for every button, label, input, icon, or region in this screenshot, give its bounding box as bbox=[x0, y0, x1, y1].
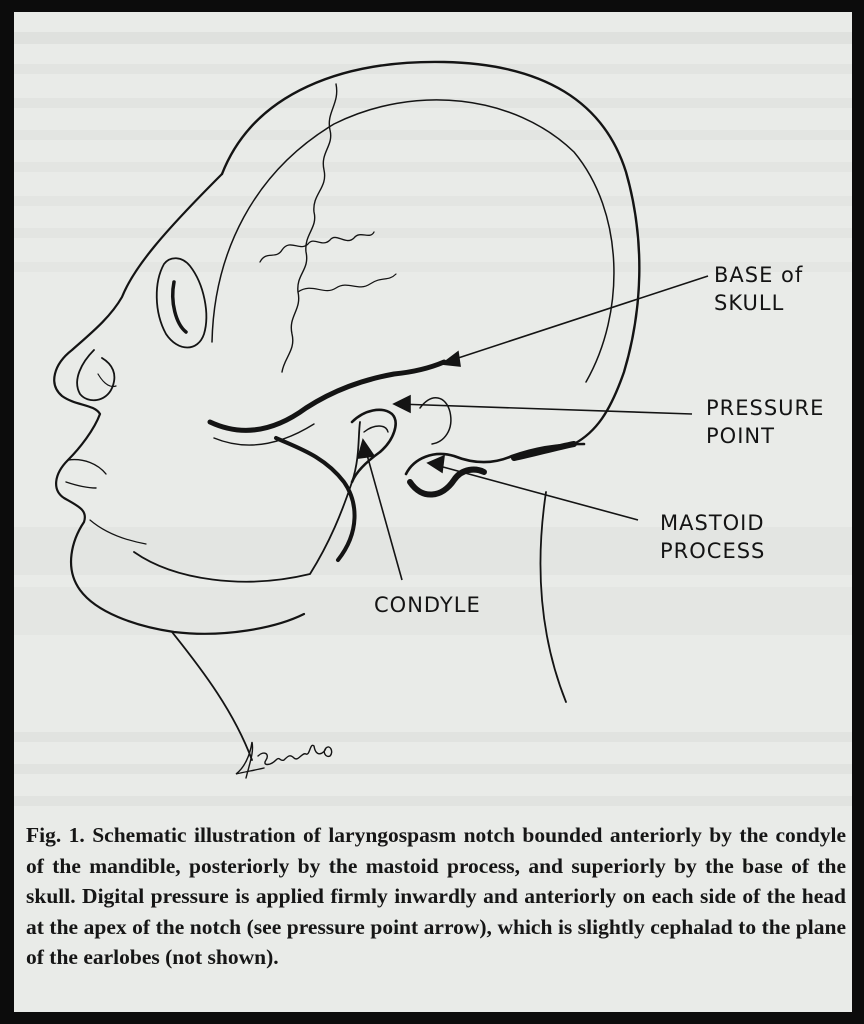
zygomatic-arch bbox=[207, 359, 447, 433]
label-mastoid-process-2: PROCESS bbox=[660, 539, 765, 563]
nose-outline bbox=[76, 349, 116, 402]
pressure-point-arrow bbox=[397, 403, 693, 415]
label-mastoid-process-1: MASTOID bbox=[660, 511, 765, 535]
artist-signature bbox=[235, 741, 333, 779]
figure-caption: Fig. 1. Schematic illustration of laryng… bbox=[26, 823, 846, 969]
condyle-outline bbox=[350, 408, 397, 484]
bleed-through-texture bbox=[14, 32, 852, 806]
mandible-ramus bbox=[274, 436, 357, 562]
squamous-suture bbox=[259, 231, 375, 263]
skull-illustration: BASE of SKULL PRESSURE POINT MASTOID PRO… bbox=[14, 32, 852, 806]
mastoid-process-arrow bbox=[431, 463, 639, 521]
label-pressure-point-2: POINT bbox=[706, 424, 775, 448]
label-base-of-skull-1: BASE of bbox=[714, 263, 803, 287]
base-of-skull-arrow bbox=[445, 275, 709, 363]
label-arrows bbox=[356, 275, 709, 581]
document-page: BASE of SKULL PRESSURE POINT MASTOID PRO… bbox=[14, 12, 852, 1012]
mandible-outline bbox=[133, 421, 361, 583]
label-pressure-point-1: PRESSURE bbox=[706, 396, 824, 420]
label-condyle: CONDYLE bbox=[374, 593, 481, 617]
cranium-outline bbox=[220, 60, 641, 446]
lips-outline bbox=[65, 458, 107, 489]
condyle-arrow bbox=[363, 443, 403, 581]
neck-front bbox=[171, 631, 253, 761]
neck-back bbox=[539, 491, 567, 703]
coronal-suture bbox=[281, 83, 338, 373]
label-base-of-skull-2: SKULL bbox=[714, 291, 784, 315]
orbit-outline bbox=[155, 257, 208, 349]
